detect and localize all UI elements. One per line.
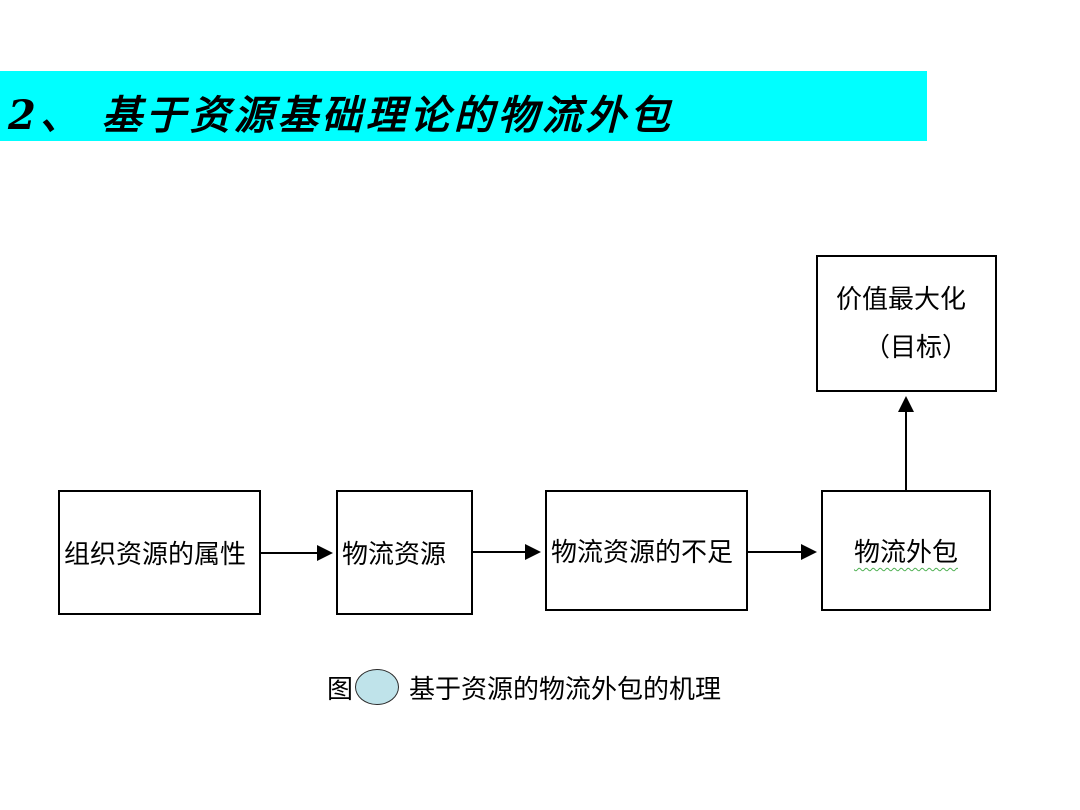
attributes-box: 组织资源的属性 xyxy=(58,490,261,615)
caption-prefix: 图 xyxy=(327,674,354,705)
shortage-box: 物流资源的不足 xyxy=(545,490,748,611)
outsourcing-box: 物流外包 xyxy=(821,490,991,611)
shortage-box-label: 物流资源的不足 xyxy=(551,538,734,568)
slide-title: 2、 基于资源基础理论的物流外包 xyxy=(8,92,674,139)
resources-box: 物流资源 xyxy=(336,490,473,615)
outsourcing-box-label: 物流外包 xyxy=(853,538,958,568)
goal-box-line1: 价值最大化 xyxy=(836,284,967,315)
caption-text: 基于资源的物流外包的机理 xyxy=(409,674,722,705)
figure-caption: 图 基于资源的物流外包的机理 xyxy=(327,664,721,710)
goal-box: 价值最大化 （目标） xyxy=(816,255,997,392)
goal-box-line2: （目标） xyxy=(864,332,969,363)
figure-number-oval-icon xyxy=(355,669,400,705)
resources-box-label: 物流资源 xyxy=(342,540,447,570)
title-bar: 2、 基于资源基础理论的物流外包 xyxy=(0,71,927,141)
attributes-box-label: 组织资源的属性 xyxy=(64,540,247,570)
